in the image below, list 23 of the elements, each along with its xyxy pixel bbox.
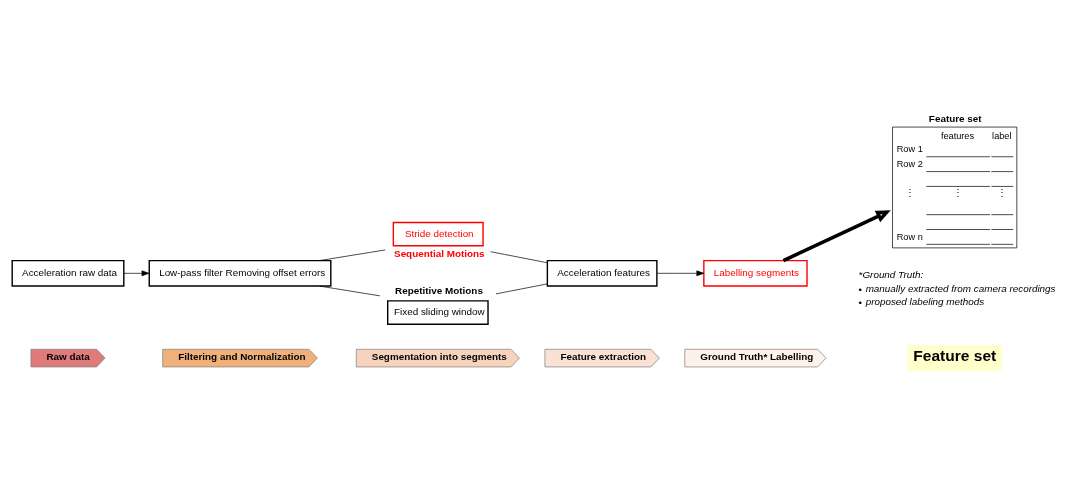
connector [490, 251, 548, 264]
connector [319, 285, 381, 297]
arrow [123, 270, 150, 277]
label: *Ground Truth: [858, 269, 924, 281]
node-box: features label Row 1 Row 2 ⋮ ⋮ ⋮ Row n [892, 126, 1018, 249]
node-box: Stride detection [392, 221, 484, 247]
node-box: Feature set [907, 345, 1002, 372]
node-box: Acceleration features [546, 259, 658, 287]
arrow [782, 210, 891, 263]
node-box: Fixed sliding window [387, 300, 489, 325]
label: • [858, 296, 863, 308]
arrow [656, 270, 705, 277]
connector [495, 283, 548, 295]
label: proposed labeling methods [865, 296, 985, 308]
node-box: Labelling segments [703, 259, 808, 287]
node-label: Repetitive Motions [395, 284, 483, 296]
label: manually extracted from camera recordings [865, 282, 1056, 294]
node-label: Sequential Motions [394, 247, 485, 259]
label: • [858, 283, 863, 295]
connector [319, 249, 386, 261]
node-box: Acceleration raw data [11, 259, 125, 287]
node-label: Feature set [928, 113, 982, 125]
node-box: Low-pass filter Removing offset errors [148, 259, 332, 287]
